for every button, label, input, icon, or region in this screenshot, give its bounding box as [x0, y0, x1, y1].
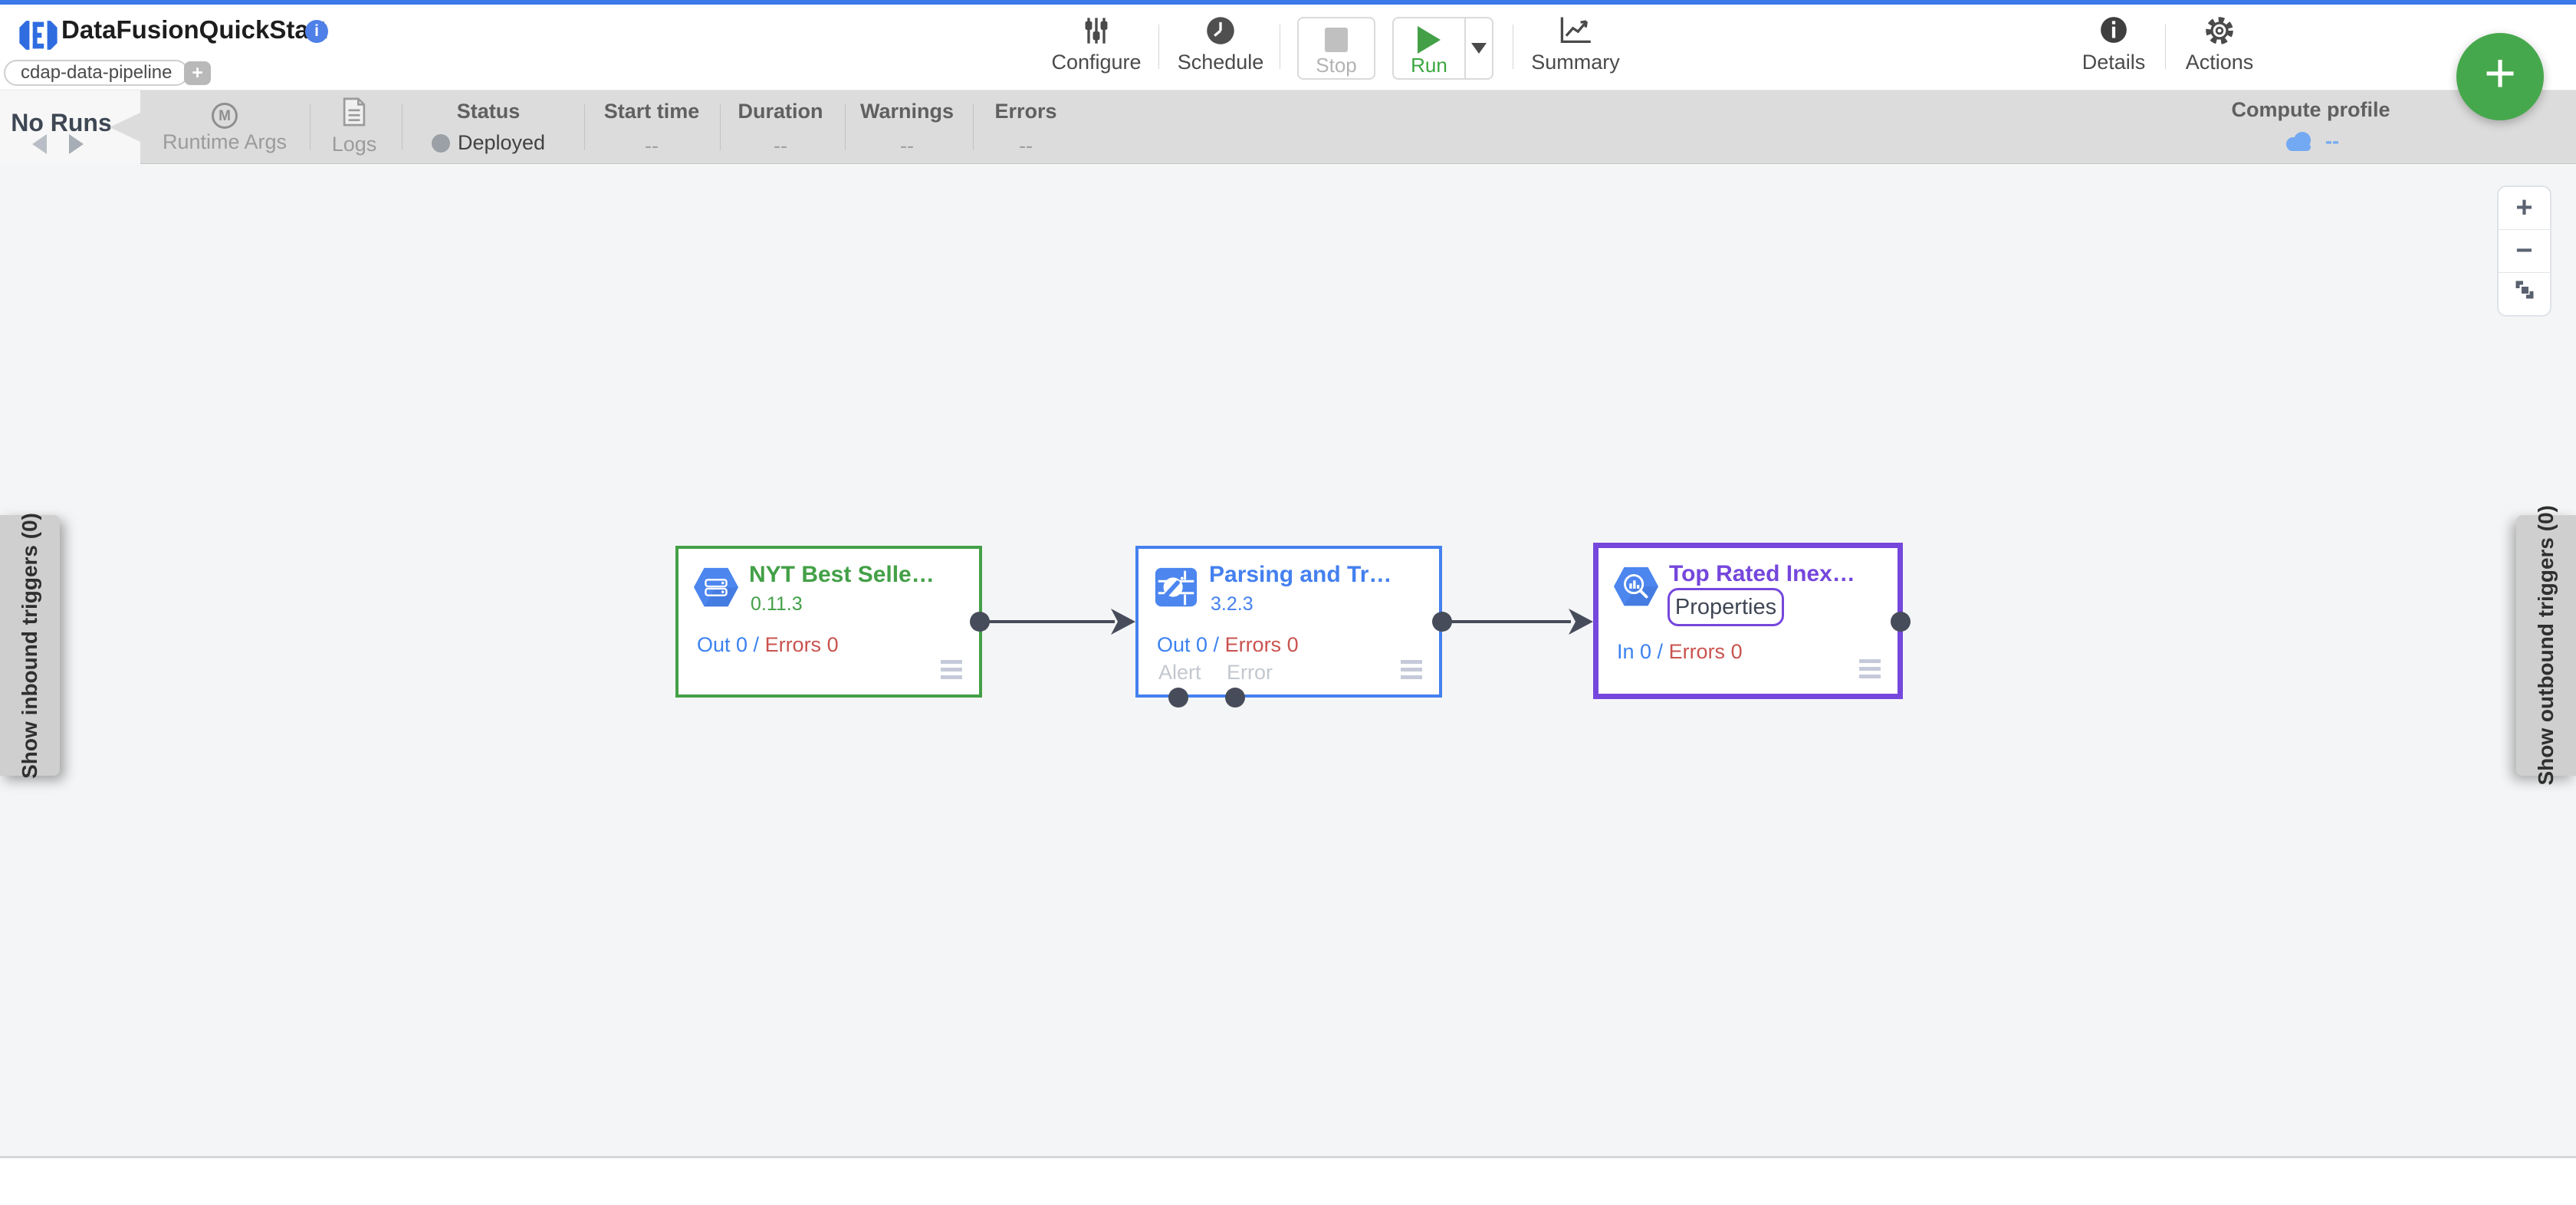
error-port-label: Error: [1227, 661, 1273, 684]
engine-tag: cdap-data-pipeline: [4, 60, 189, 86]
duration-column: Duration --: [738, 100, 823, 157]
edge-arrowhead-icon: [1111, 609, 1135, 635]
canvas-bottom-border: [0, 1156, 2576, 1158]
runs-notch: [110, 113, 140, 142]
datastore-hexagon-icon: [693, 567, 739, 607]
cloud-icon: [2286, 131, 2311, 151]
edge-source-to-transform: [980, 620, 1115, 623]
stop-icon: [1325, 28, 1348, 52]
stop-button[interactable]: Stop: [1297, 17, 1375, 80]
clock-icon: [1155, 15, 1286, 49]
bigquery-hexagon-icon: [1613, 566, 1659, 606]
node-sink[interactable]: Top Rated Inex… Properties In 0 / Errors…: [1593, 543, 1903, 699]
node-menu-button[interactable]: [1401, 656, 1422, 679]
fit-to-screen-icon: [2515, 281, 2533, 299]
info-circle-icon: [2049, 15, 2179, 49]
start-time-column: Start time --: [603, 100, 700, 157]
node-menu-button[interactable]: [941, 656, 962, 679]
status-label: Status: [456, 100, 521, 123]
wrangler-icon: [1155, 567, 1198, 607]
gear-icon: [2154, 15, 2285, 49]
details-button[interactable]: Details: [2049, 15, 2179, 74]
zoom-out-button[interactable]: −: [2499, 230, 2550, 273]
actions-button[interactable]: Actions: [2154, 15, 2285, 74]
add-pipeline-button[interactable]: +: [2456, 33, 2544, 120]
node-title: Parsing and Tr…: [1209, 562, 1392, 587]
next-run-arrow[interactable]: [69, 134, 84, 154]
node-title: Top Rated Inex…: [1669, 561, 1855, 586]
node-port-labels: Alert Error: [1158, 661, 1293, 685]
compute-profile[interactable]: Compute profile --: [2231, 98, 2390, 153]
chart-icon: [1510, 15, 1641, 49]
runs-count-label: No Runs: [11, 109, 112, 136]
status-column: Status Deployed: [412, 100, 565, 155]
logs-button[interactable]: Logs: [308, 97, 400, 156]
error-port[interactable]: [1225, 688, 1245, 708]
runtime-args-button[interactable]: Runtime Args: [156, 97, 294, 154]
edge-transform-to-sink: [1442, 620, 1571, 623]
macro-m-icon: [212, 103, 238, 129]
status-dot-icon: [431, 133, 450, 153]
output-port[interactable]: [970, 612, 990, 632]
divider: [584, 104, 585, 150]
zoom-controls: + −: [2497, 186, 2551, 317]
summary-button[interactable]: Summary: [1510, 15, 1641, 74]
output-port[interactable]: [1432, 612, 1452, 632]
document-icon: [343, 97, 366, 130]
node-transform[interactable]: Parsing and Tr… 3.2.3 Out 0 / Errors 0 A…: [1135, 546, 1442, 698]
alert-port-label: Alert: [1158, 661, 1201, 684]
inbound-triggers-tab[interactable]: Show inbound triggers (0): [0, 513, 60, 778]
status-value: Deployed: [457, 131, 546, 154]
configure-button[interactable]: Configure: [1031, 15, 1162, 74]
properties-button[interactable]: Properties: [1668, 588, 1784, 626]
output-port[interactable]: [1891, 612, 1911, 632]
chevron-down-icon: [1471, 43, 1487, 54]
divider: [973, 104, 974, 150]
divider: [1158, 25, 1159, 69]
node-metrics: In 0 / Errors 0: [1617, 640, 1743, 663]
canvas-footer-area: [0, 1158, 2576, 1205]
run-status-bar: No Runs Runtime Args Logs S: [0, 90, 2576, 164]
cdap-logo-icon: [19, 21, 58, 50]
fit-to-screen-button[interactable]: [2499, 273, 2550, 316]
alert-port[interactable]: [1168, 688, 1188, 708]
node-metrics: Out 0 / Errors 0: [1157, 633, 1299, 656]
node-source[interactable]: NYT Best Selle… 0.11.3 Out 0 / Errors 0: [675, 546, 982, 698]
toolbar: DataFusionQuickStart cdap-data-pipeline …: [0, 5, 2576, 90]
top-accent-bar: [0, 0, 2576, 5]
run-button-group: Run: [1392, 17, 1493, 80]
schedule-button[interactable]: Schedule: [1155, 15, 1286, 74]
warnings-column: Warnings --: [859, 100, 954, 157]
zoom-in-button[interactable]: +: [2499, 187, 2550, 230]
play-icon: [1418, 26, 1441, 54]
node-title: NYT Best Selle…: [749, 562, 935, 587]
info-icon[interactable]: [305, 20, 328, 43]
errors-column: Errors --: [994, 100, 1057, 157]
run-button[interactable]: Run: [1394, 18, 1464, 78]
runs-header: No Runs: [0, 90, 140, 164]
divider: [845, 104, 846, 150]
compute-profile-value: --: [2325, 130, 2339, 153]
divider: [720, 104, 721, 150]
node-version: 3.2.3: [1211, 593, 1254, 615]
sliders-icon: [1031, 15, 1162, 49]
edge-arrowhead-icon: [1569, 609, 1593, 635]
outbound-triggers-tab[interactable]: Show outbound triggers (0): [2516, 505, 2576, 786]
node-version: 0.11.3: [751, 593, 803, 615]
previous-run-arrow[interactable]: [32, 134, 47, 154]
run-options-dropdown[interactable]: [1464, 18, 1492, 78]
node-metrics: Out 0 / Errors 0: [697, 633, 839, 656]
node-menu-button[interactable]: [1859, 655, 1881, 678]
divider: [2165, 25, 2166, 69]
add-tag-button[interactable]: +: [184, 61, 211, 85]
page-title: DataFusionQuickStart: [61, 15, 327, 44]
